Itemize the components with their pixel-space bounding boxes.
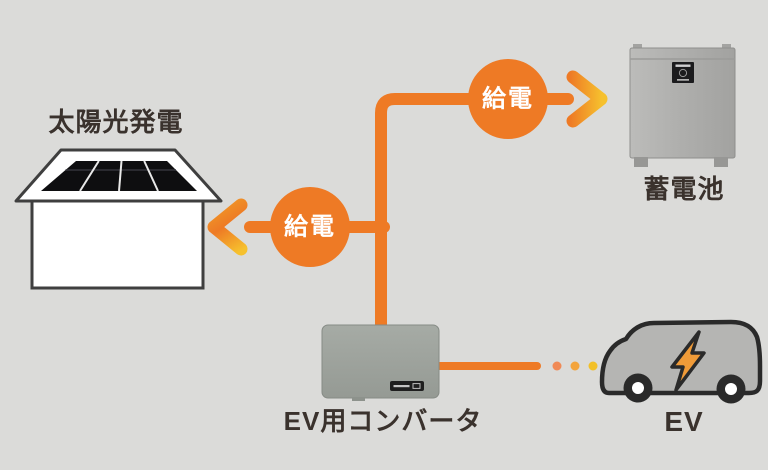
solar-panel-divider <box>79 160 100 192</box>
battery-foot <box>634 157 648 167</box>
ev-label: EV <box>664 406 703 437</box>
lightning-bolt-icon <box>670 330 706 392</box>
power-feed-badge-house: 給電 <box>270 187 350 267</box>
power-feed-badge-battery: 給電 <box>468 59 548 139</box>
converter-body <box>321 324 440 399</box>
solar-panel-divider <box>118 160 123 192</box>
power-feed-badge-label: 給電 <box>284 213 336 241</box>
battery-top-tab <box>633 44 642 50</box>
converter-nameplate <box>390 381 424 391</box>
flow-line-converter-to-battery <box>375 93 574 334</box>
solar-label: 太陽光発電 <box>48 107 183 137</box>
badge-circle <box>270 187 350 267</box>
battery-display-panel <box>672 62 694 83</box>
ev-converter-icon <box>321 324 440 401</box>
connector-dot <box>570 361 580 371</box>
battery-foot <box>714 157 728 167</box>
converter-label: EV用コンバータ <box>284 406 483 436</box>
solar-panel <box>41 161 197 191</box>
arrow-to-house-icon <box>207 198 248 256</box>
battery-label: 蓄電池 <box>643 174 724 204</box>
solar-house-icon <box>14 148 223 290</box>
car-rear-wheel <box>716 374 746 404</box>
flow-lines <box>207 70 608 371</box>
badge-circle <box>468 59 548 139</box>
ev-car-icon <box>599 319 763 404</box>
arrow-to-battery-icon <box>566 70 608 128</box>
battery-body <box>629 47 736 159</box>
storage-battery-icon <box>629 44 736 167</box>
solar-panel-divider <box>143 160 159 192</box>
house-body <box>30 199 205 290</box>
car-front-wheel <box>623 373 653 403</box>
dotted-connector-converter-to-ev <box>436 361 598 371</box>
battery-top-tab <box>722 44 731 50</box>
connector-dot <box>588 361 598 371</box>
power-feed-badge-label: 給電 <box>482 85 534 113</box>
converter-foot <box>352 397 365 401</box>
connector-dot <box>552 361 562 371</box>
